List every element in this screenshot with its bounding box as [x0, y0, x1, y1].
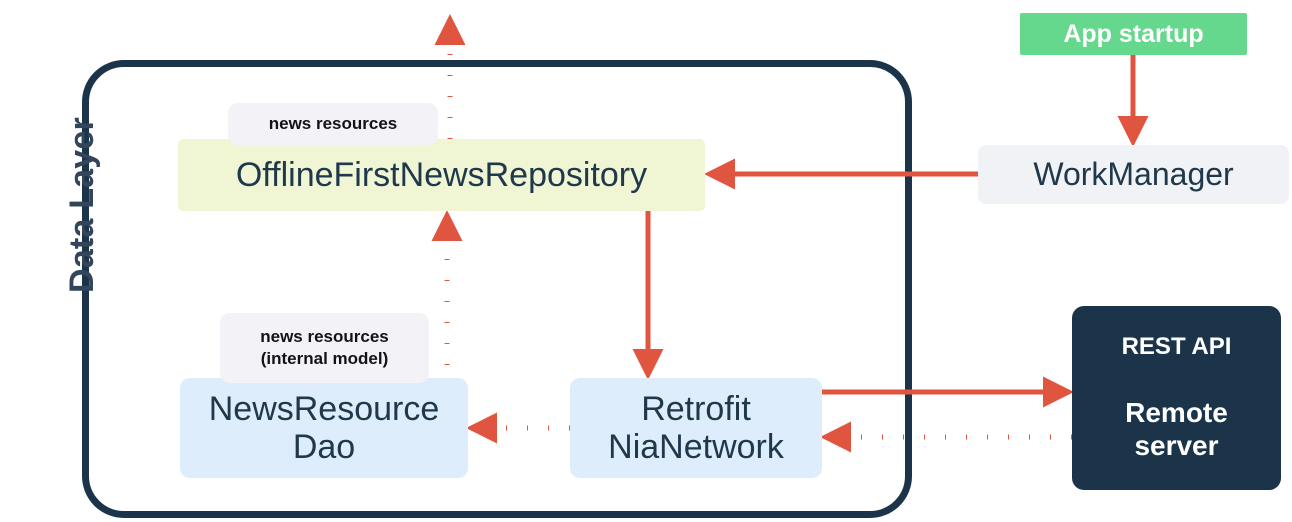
callout-news-resources-internal: news resources (internal model)	[220, 313, 429, 383]
remote-server-api-label: REST API	[1121, 332, 1232, 360]
remote-server-name-label: Remote server	[1125, 397, 1228, 462]
node-remote-server[interactable]: REST API Remote server	[1072, 306, 1281, 490]
node-retrofit-nia-network[interactable]: Retrofit NiaNetwork	[570, 378, 822, 478]
node-app-startup[interactable]: App startup	[1020, 13, 1247, 55]
node-offline-first-news-repository[interactable]: OfflineFirstNewsRepository	[178, 139, 705, 211]
node-work-manager[interactable]: WorkManager	[978, 145, 1289, 204]
callout-news-resources: news resources	[228, 103, 438, 145]
node-news-resource-dao[interactable]: NewsResource Dao	[180, 378, 468, 478]
data-layer-label: Data Layer	[62, 117, 101, 293]
data-layer-container	[82, 60, 912, 518]
